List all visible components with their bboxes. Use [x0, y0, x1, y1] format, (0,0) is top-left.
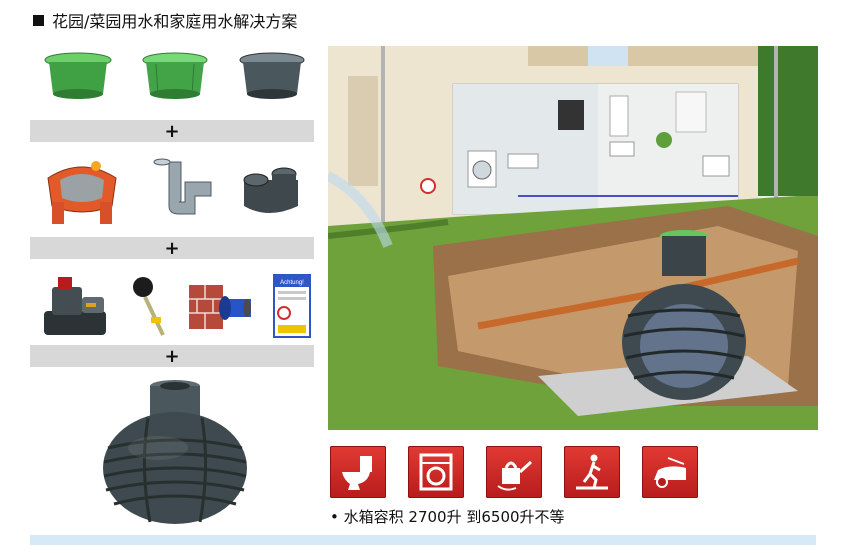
- filter-row: [30, 152, 320, 232]
- plus-divider-3: +: [30, 345, 314, 367]
- sign-heading: Achtung!: [280, 280, 304, 286]
- pump-unit-icon: [44, 277, 107, 335]
- garden-path-icon: [576, 454, 608, 490]
- toilet-icon: [342, 456, 372, 490]
- plus-divider-2: +: [30, 237, 314, 259]
- overflow-trap-icon: [243, 167, 299, 213]
- washing-machine-tile: [408, 446, 464, 498]
- pump-row: Achtung!: [30, 268, 320, 344]
- plus-sign: +: [164, 120, 180, 142]
- title-bullet-icon: [33, 14, 44, 26]
- green-lid-flat-icon: [44, 52, 112, 99]
- washing-machine-icon: [419, 453, 453, 491]
- tank-capacity-caption: • 水箱容积 2700升 到6500升不等: [330, 506, 565, 527]
- plus-sign: +: [164, 237, 180, 259]
- garden-scene: [328, 46, 818, 430]
- warning-sign-icon: Achtung!: [272, 274, 311, 338]
- watering-can-icon: [497, 460, 533, 491]
- water-tank-icon: [103, 380, 247, 524]
- plus-sign: +: [164, 345, 180, 367]
- caption-text: 水箱容积 2700升 到6500升不等: [343, 508, 565, 526]
- wall-seal-icon: [189, 285, 252, 329]
- usage-icons: [330, 446, 698, 498]
- bottom-bar: [30, 535, 816, 545]
- filter-unit-icon: [47, 161, 117, 224]
- caption-bullet: •: [330, 508, 339, 526]
- float-ball-icon: [132, 277, 165, 336]
- dark-lid-icon: [239, 52, 305, 99]
- car-wash-tile: [642, 446, 698, 498]
- lid-row: [30, 46, 320, 106]
- plus-divider-1: +: [30, 120, 314, 142]
- toilet-tile: [330, 446, 386, 498]
- garden-path-tile: [564, 446, 620, 498]
- watering-can-tile: [486, 446, 542, 498]
- page-title: 花园/菜园用水和家庭用水解决方案: [33, 8, 297, 32]
- page-title-text: 花园/菜园用水和家庭用水解决方案: [52, 12, 298, 31]
- installation-illustration: [328, 46, 818, 430]
- component-column: + +: [30, 40, 320, 530]
- car-wash-icon: [654, 457, 686, 488]
- green-lid-ribbed-icon: [142, 52, 208, 99]
- siphon-pipe-icon: [153, 158, 212, 215]
